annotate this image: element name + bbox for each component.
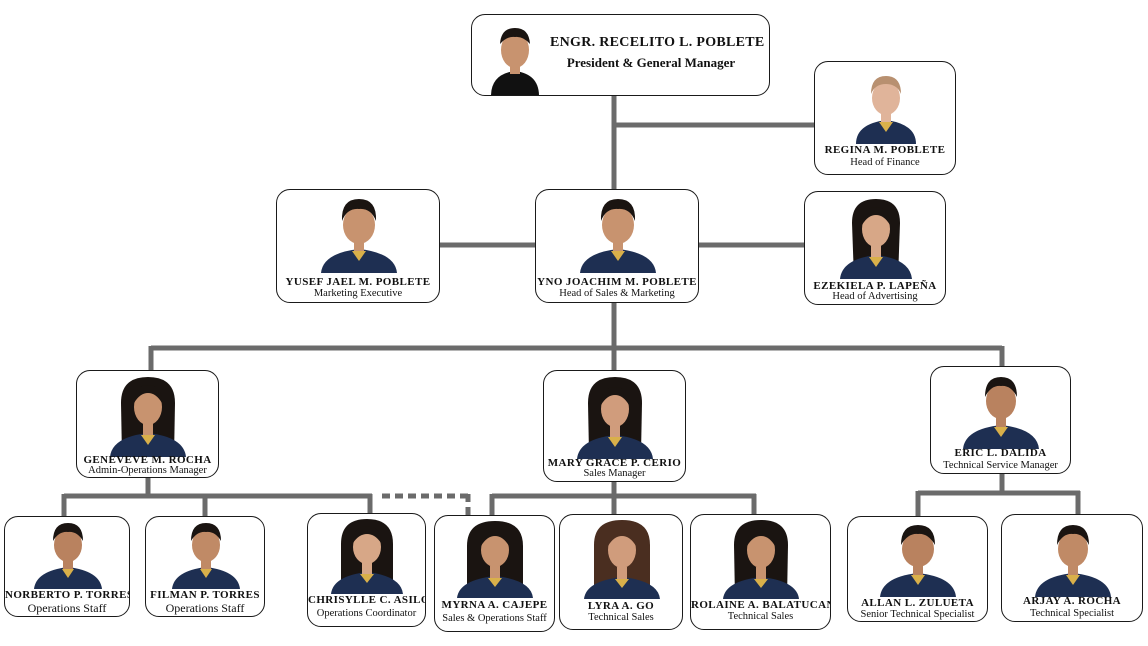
org-card-filman: FILMAN P. TORRES Operations Staff [145, 516, 265, 617]
person-name: ROLAINE A. BALATUCAN [691, 599, 831, 611]
org-card-geneveve: GENEVEVE M. ROCHA Admin-Operations Manag… [76, 370, 219, 478]
person-name: YUSEF JAEL M. POBLETE [285, 276, 431, 288]
person-role: Operations Staff [27, 601, 107, 615]
person-role: Technical Sales [727, 611, 794, 622]
person-name: ARJAY A. ROCHA [1023, 595, 1121, 607]
portrait-photo [110, 377, 186, 457]
person-name: CHRISYLLE C. ASILO [308, 594, 426, 606]
portrait-photo [577, 377, 653, 459]
portrait-photo [584, 520, 660, 599]
person-name: ERIC L. DALIDA [954, 447, 1047, 459]
person-name: NORBERTO P. TORRES [5, 589, 130, 601]
person-role: Sales & Operations Staff [442, 613, 547, 624]
person-role: Sales Manager [583, 468, 646, 479]
person-role: Marketing Executive [313, 288, 403, 299]
person-name: MYRNA A. CAJEPE [441, 599, 548, 611]
person-name: EZEKIELA P. LAPEÑA [813, 280, 937, 292]
org-card-yno: YNO JOACHIM M. POBLETE Head of Sales & M… [535, 189, 699, 303]
org-card-lyra: LYRA A. GO Technical Sales [559, 514, 683, 630]
portrait-photo [331, 519, 403, 594]
person-role: Senior Technical Specialist [860, 609, 975, 620]
portrait-photo [457, 521, 533, 598]
org-card-marygrace: MARY GRACE P. CERIO Sales Manager [543, 370, 686, 482]
person-role: Admin-Operations Manager [88, 465, 207, 476]
person-name: LYRA A. GO [587, 600, 655, 612]
org-card-myrna: MYRNA A. CAJEPE Sales & Operations Staff [434, 515, 555, 632]
person-name: GENEVEVE M. ROCHA [83, 454, 212, 466]
portrait-photo [963, 377, 1039, 449]
person-name: MARY GRACE P. CERIO [547, 457, 682, 469]
org-card-rolaine: ROLAINE A. BALATUCAN Technical Sales [690, 514, 831, 630]
org-card-regina: REGINA M. POBLETE Head of Finance [814, 61, 956, 175]
portrait-photo [723, 520, 799, 599]
portrait-photo [1035, 525, 1111, 597]
person-role: Technical Service Manager [943, 460, 1058, 471]
person-name: YNO JOACHIM M. POBLETE [537, 276, 697, 288]
person-role: Operations Staff [165, 601, 245, 615]
president-name: ENGR. RECELITO L. POBLETE [550, 35, 765, 50]
person-role: Head of Sales & Marketing [559, 288, 675, 299]
org-card-arjay: ARJAY A. ROCHA Technical Specialist [1001, 514, 1143, 622]
portrait-photo [880, 525, 956, 597]
person-name: REGINA M. POBLETE [824, 144, 946, 156]
person-role: Head of Finance [850, 157, 920, 168]
portrait-photo [491, 28, 539, 95]
org-card-allan: ALLAN L. ZULUETA Senior Technical Specia… [847, 516, 988, 622]
person-role: Head of Advertising [832, 291, 918, 302]
person-name: ALLAN L. ZULUETA [861, 597, 974, 609]
president-card: ENGR. RECELITO L. POBLETE President & Ge… [471, 14, 770, 96]
portrait-photo [856, 76, 916, 144]
portrait-photo [34, 523, 102, 589]
portrait-photo [321, 199, 397, 273]
portrait-photo [580, 199, 656, 273]
person-role: Technical Specialist [1029, 608, 1115, 619]
person-name: FILMAN P. TORRES [150, 589, 260, 601]
person-role: Operations Coordinator [316, 608, 417, 619]
org-card-ezekiela: EZEKIELA P. LAPEÑA Head of Advertising [804, 191, 946, 305]
person-role: Technical Sales [588, 612, 654, 623]
portrait-photo [840, 199, 912, 279]
president-role: President & General Manager [566, 55, 736, 70]
portrait-photo [172, 523, 240, 589]
org-card-yusef: YUSEF JAEL M. POBLETE Marketing Executiv… [276, 189, 440, 303]
org-card-chrisylle: CHRISYLLE C. ASILO Operations Coordinato… [307, 513, 426, 627]
org-card-norberto: NORBERTO P. TORRES Operations Staff [4, 516, 130, 617]
org-card-eric: ERIC L. DALIDA Technical Service Manager [930, 366, 1071, 474]
